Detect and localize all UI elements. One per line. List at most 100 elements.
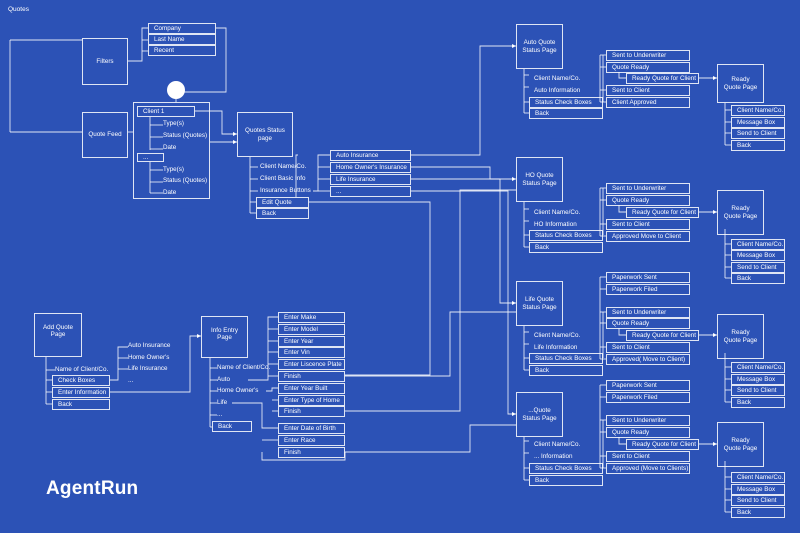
client-1-item[interactable]: Client 1	[137, 106, 195, 117]
enter-license-plate-field[interactable]: Enter Liscence Plate	[278, 359, 345, 370]
ready-quote-for-client-button[interactable]: Ready Quote for Client	[626, 330, 699, 341]
rq-message-box[interactable]: Message Box	[731, 117, 785, 128]
status-quote-ready[interactable]: Quote Ready	[606, 427, 690, 438]
ready-quote-page-box: Ready Quote Page	[717, 64, 764, 103]
ready-quote-page-box: Ready Quote Page	[717, 190, 764, 235]
sp-status-check-boxes[interactable]: Status Check Boxes	[529, 97, 603, 108]
edit-quote-button[interactable]: Edit Quote	[256, 197, 309, 208]
status-sent-to-underwriter[interactable]: Sent to Underwriter	[606, 307, 690, 318]
life-finish-button[interactable]: Finish	[278, 447, 345, 458]
rq-send-to-client-button[interactable]: Send to Client	[731, 385, 785, 396]
status-sent-to-underwriter[interactable]: Sent to Underwriter	[606, 415, 690, 426]
filter-recent[interactable]: Recent	[148, 45, 216, 56]
enter-type-of-home-field[interactable]: Enter Type of Home	[278, 395, 345, 406]
arrowhead	[233, 132, 237, 136]
sp-status-check-boxes[interactable]: Status Check Boxes	[529, 230, 603, 241]
enter-model-field[interactable]: Enter Model	[278, 324, 345, 335]
status-quote-ready[interactable]: Quote Ready	[606, 195, 690, 206]
filters-box[interactable]: Filters	[82, 38, 128, 85]
status-approved[interactable]: Approved( Move to Client)	[606, 354, 690, 365]
paperwork-sent[interactable]: Paperwork Sent	[606, 380, 690, 391]
sp-back-button[interactable]: Back	[529, 475, 603, 486]
home-finish-button[interactable]: Finish	[278, 406, 345, 417]
client-list-container	[133, 102, 210, 199]
client-more-item[interactable]: ...	[137, 153, 164, 162]
status-approved[interactable]: Approved (Move to Clients)	[606, 463, 690, 474]
home-owners-insurance-button[interactable]: Home Owner's Insurance	[330, 162, 411, 173]
enter-date-of-birth-field[interactable]: Enter Date of Birth	[278, 423, 345, 434]
rq-message-box[interactable]: Message Box	[731, 250, 785, 261]
rq-back-button[interactable]: Back	[731, 273, 785, 284]
paperwork-filed[interactable]: Paperwork Filed	[606, 392, 690, 403]
connector-line	[195, 110, 237, 135]
ready-quote-for-client-button[interactable]: Ready Quote for Client	[626, 439, 699, 450]
sp-information: HO Information	[534, 221, 577, 228]
status-approved[interactable]: Client Approved	[606, 97, 690, 108]
connector-line	[266, 387, 278, 392]
rq-send-to-client-button[interactable]: Send to Client	[731, 128, 785, 139]
ie-home-owners: Home Owner's	[217, 387, 259, 394]
enter-year-field[interactable]: Enter Year	[278, 336, 345, 347]
connector-line	[248, 316, 278, 381]
connector-line	[618, 437, 626, 445]
ready-quote-for-client-button[interactable]: Ready Quote for Client	[626, 73, 699, 84]
sp-back-button[interactable]: Back	[529, 108, 603, 119]
auto-insurance-button[interactable]: Auto Insurance	[330, 150, 411, 161]
rq-back-button[interactable]: Back	[731, 507, 785, 518]
ready-quote-for-client-button[interactable]: Ready Quote for Client	[626, 207, 699, 218]
rq-send-to-client-button[interactable]: Send to Client	[731, 262, 785, 273]
sp-back-button[interactable]: Back	[529, 242, 603, 253]
connector-line	[618, 205, 626, 213]
ie-back-button[interactable]: Back	[212, 421, 252, 432]
qs-client-name: Client Name/Co.	[260, 163, 307, 170]
rq-message-box[interactable]: Message Box	[731, 374, 785, 385]
status-sent-to-client[interactable]: Sent to Client	[606, 451, 690, 462]
status-sent-to-client[interactable]: Sent to Client	[606, 85, 690, 96]
status-sent-to-underwriter[interactable]: Sent to Underwriter	[606, 50, 690, 61]
connector-line	[128, 27, 148, 62]
arrowhead	[197, 334, 201, 338]
enter-year-built-field[interactable]: Enter Year Built	[278, 383, 345, 394]
connector-line	[176, 27, 227, 93]
status-page-box: Life Quote Status Page	[516, 281, 563, 326]
aq-enter-information-button[interactable]: Enter Information	[52, 387, 110, 398]
rq-back-button[interactable]: Back	[731, 397, 785, 408]
qs-back-button[interactable]: Back	[256, 208, 309, 219]
paperwork-filed[interactable]: Paperwork Filed	[606, 284, 690, 295]
rq-client-name: Client Name/Co.	[731, 105, 785, 116]
sp-status-check-boxes[interactable]: Status Check Boxes	[529, 463, 603, 474]
ready-quote-page-box: Ready Quote Page	[717, 422, 764, 467]
ready-quote-page-box: Ready Quote Page	[717, 314, 764, 359]
connector-line	[618, 72, 626, 79]
page-title: Quotes	[8, 6, 29, 13]
status-sent-to-client[interactable]: Sent to Client	[606, 219, 690, 230]
sp-back-button[interactable]: Back	[529, 365, 603, 376]
rq-back-button[interactable]: Back	[731, 140, 785, 151]
rq-send-to-client-button[interactable]: Send to Client	[731, 495, 785, 506]
aq-back-button[interactable]: Back	[52, 399, 110, 410]
paperwork-sent[interactable]: Paperwork Sent	[606, 272, 690, 283]
rq-client-name: Client Name/Co.	[731, 239, 785, 250]
enter-race-field[interactable]: Enter Race	[278, 435, 345, 446]
filter-last-name[interactable]: Last Name	[148, 34, 216, 45]
life-insurance-button[interactable]: Life Insurance	[330, 174, 411, 185]
connector-line	[295, 154, 298, 197]
auto-finish-button[interactable]: Finish	[278, 371, 345, 382]
status-sent-to-underwriter[interactable]: Sent to Underwriter	[606, 183, 690, 194]
status-quote-ready[interactable]: Quote Ready	[606, 318, 690, 329]
ie-life: Life	[217, 399, 228, 406]
sp-status-check-boxes[interactable]: Status Check Boxes	[529, 353, 603, 364]
status-approved[interactable]: Approved Move to Client	[606, 231, 690, 242]
enter-vin-field[interactable]: Enter Vin	[278, 347, 345, 358]
aq-check-boxes[interactable]: Check Boxes	[52, 375, 110, 386]
filter-company[interactable]: Company	[148, 23, 216, 34]
more-insurance-button[interactable]: ...	[330, 186, 411, 197]
status-sent-to-client[interactable]: Sent to Client	[606, 342, 690, 353]
rq-message-box[interactable]: Message Box	[731, 484, 785, 495]
sp-client-name: Client Name/Co.	[534, 75, 581, 82]
connector-line	[411, 166, 516, 180]
start-node-circle	[167, 81, 185, 99]
status-quote-ready[interactable]: Quote Ready	[606, 62, 690, 73]
enter-make-field[interactable]: Enter Make	[278, 312, 345, 323]
